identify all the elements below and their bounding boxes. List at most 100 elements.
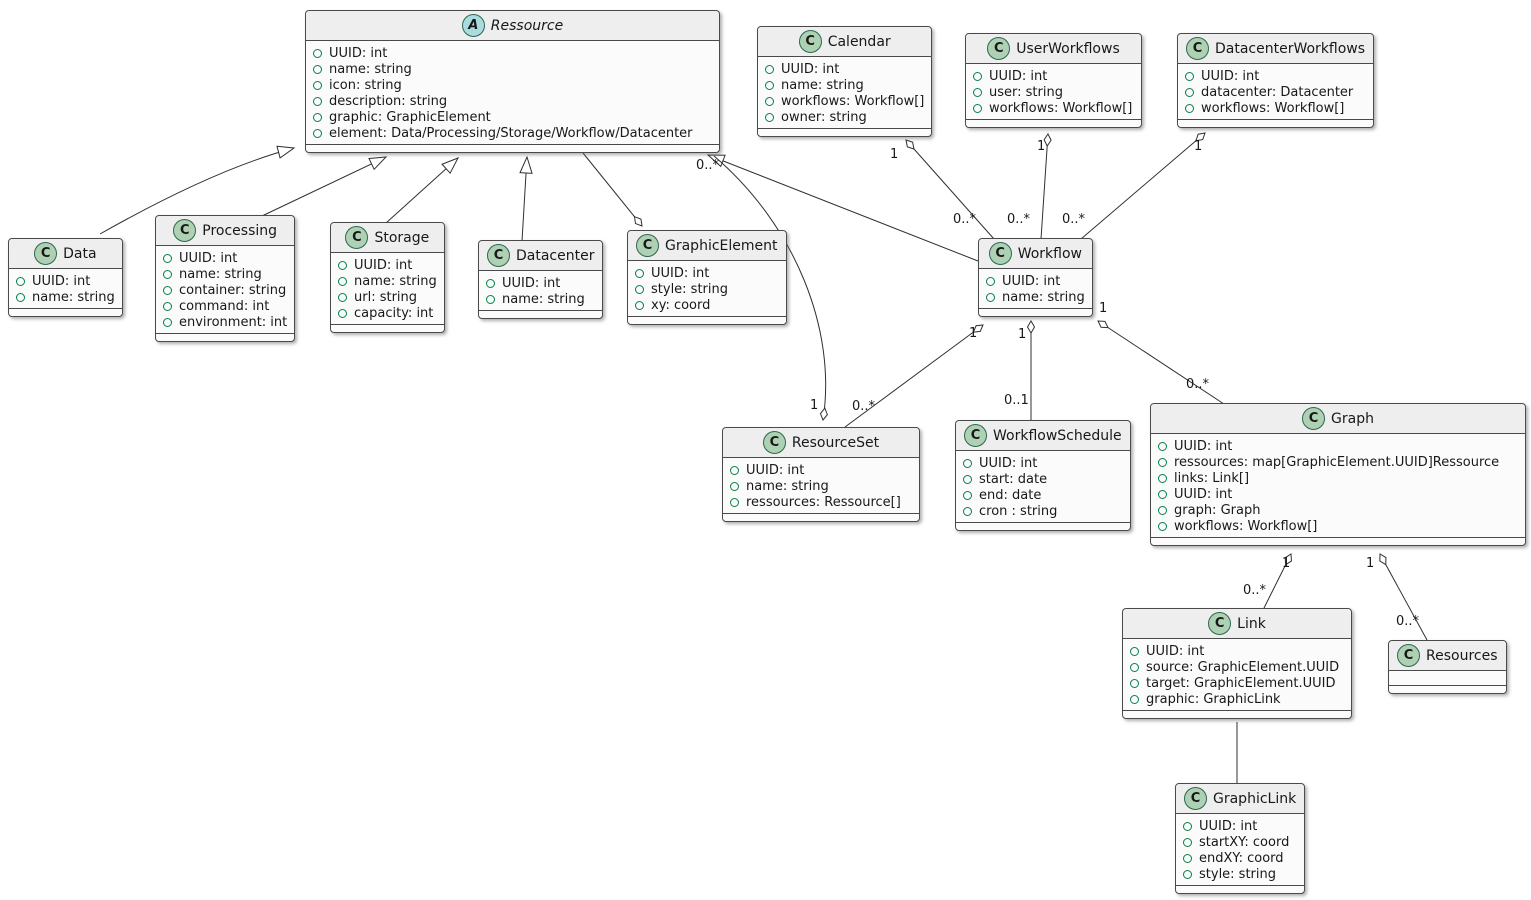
class-title: GraphicElement xyxy=(665,237,778,254)
attribute-row: UUID: int xyxy=(730,462,912,478)
attribute-row: startXY: coord xyxy=(1183,834,1297,850)
methods-compartment xyxy=(1123,710,1351,718)
methods-compartment xyxy=(1389,685,1506,693)
attribute-text: datacenter: Datacenter xyxy=(1201,84,1354,100)
field-visibility-icon xyxy=(765,112,774,122)
attribute-text: style: string xyxy=(1199,866,1277,882)
edge-generalization-processing-ressource xyxy=(261,156,388,217)
class-icon: C xyxy=(1302,407,1326,430)
attribute-text: ressources: map[GraphicElement.UUID]Ress… xyxy=(1174,454,1500,470)
class-title: Workflow xyxy=(1017,245,1082,262)
attribute-text: workflows: Workflow[] xyxy=(1174,518,1318,534)
edge-ressource-graphicelement xyxy=(582,152,643,227)
attribute-text: UUID: int xyxy=(781,61,840,77)
field-visibility-icon xyxy=(313,48,322,58)
field-visibility-icon xyxy=(635,268,644,278)
class-icon: C xyxy=(987,37,1011,60)
attribute-text: name: string xyxy=(179,266,262,282)
field-visibility-icon xyxy=(163,317,172,327)
attribute-row: environment: int xyxy=(163,314,287,330)
attribute-row: source: GraphicElement.UUID xyxy=(1130,659,1344,675)
field-visibility-icon xyxy=(1183,821,1192,831)
attribute-row: graph: Graph xyxy=(1158,502,1518,518)
attribute-text: startXY: coord xyxy=(1199,834,1290,850)
attribute-text: UUID: int xyxy=(1002,273,1061,289)
multiplicity-label: 0..* xyxy=(696,158,720,173)
field-visibility-icon xyxy=(1130,662,1139,672)
attribute-row: UUID: int xyxy=(486,275,595,291)
edge-generalization-storage-ressource xyxy=(385,157,460,224)
attribute-text: UUID: int xyxy=(1174,438,1233,454)
attribute-row: name: string xyxy=(765,77,924,93)
attribute-text: UUID: int xyxy=(354,257,413,273)
class-header: A Ressource xyxy=(306,11,719,40)
attribute-row: datacenter: Datacenter xyxy=(1185,84,1366,100)
methods-compartment xyxy=(628,316,786,324)
multiplicity-label: 0..* xyxy=(1186,377,1210,392)
attribute-row: target: GraphicElement.UUID xyxy=(1130,675,1344,691)
attribute-text: command: int xyxy=(179,298,270,314)
multiplicity-label: 1 xyxy=(1282,556,1291,571)
methods-compartment xyxy=(1178,119,1374,127)
field-visibility-icon xyxy=(1158,457,1167,467)
attribute-row: workflows: Workflow[] xyxy=(973,100,1134,116)
class-title: Graph xyxy=(1331,410,1374,427)
attribute-row: UUID: int xyxy=(963,455,1123,471)
attribute-text: UUID: int xyxy=(979,455,1038,471)
field-visibility-icon xyxy=(338,308,347,318)
class-title: GraphicLink xyxy=(1213,790,1297,807)
multiplicity-label: 1 xyxy=(810,398,819,413)
attribute-row: icon: string xyxy=(313,77,712,93)
class-icon: C xyxy=(762,431,786,454)
attribute-row: name: string xyxy=(313,61,712,77)
attribute-text: workflows: Workflow[] xyxy=(989,100,1133,116)
field-visibility-icon xyxy=(16,276,25,286)
class-header: C Calendar xyxy=(758,27,932,56)
multiplicity-label: 1 xyxy=(1194,139,1203,154)
class-icon: C xyxy=(1184,787,1207,810)
field-visibility-icon xyxy=(963,506,972,516)
class-header: C Datacenter xyxy=(479,241,603,270)
class-icon: C xyxy=(487,244,510,267)
field-visibility-icon xyxy=(313,112,322,122)
class-header: C Processing xyxy=(156,216,295,245)
methods-compartment xyxy=(956,522,1130,530)
attribute-row: xy: coord xyxy=(635,297,779,313)
attribute-text: element: Data/Processing/Storage/Workflo… xyxy=(329,125,693,141)
multiplicity-label: 1 xyxy=(969,326,978,341)
attribute-row: UUID: int xyxy=(1158,438,1518,454)
field-visibility-icon xyxy=(163,301,172,311)
field-visibility-icon xyxy=(163,269,172,279)
class-icon: C xyxy=(345,226,369,249)
attribute-row: workflows: Workflow[] xyxy=(765,93,924,109)
class-title: Datacenter xyxy=(516,247,595,264)
field-visibility-icon xyxy=(765,64,774,74)
methods-compartment xyxy=(723,513,919,521)
field-visibility-icon xyxy=(338,292,347,302)
attribute-text: start: date xyxy=(979,471,1048,487)
field-visibility-icon xyxy=(16,292,25,302)
attribute-text: UUID: int xyxy=(1201,68,1260,84)
methods-compartment xyxy=(156,333,295,341)
class-header: C Data xyxy=(9,239,122,268)
edge-ressource-resourceset xyxy=(713,155,828,421)
class-title: Storage xyxy=(374,229,430,246)
attribute-text: name: string xyxy=(354,273,437,289)
attribute-row: url: string xyxy=(338,289,437,305)
field-visibility-icon xyxy=(635,300,644,310)
class-icon: C xyxy=(34,242,58,265)
attribute-text: style: string xyxy=(651,281,729,297)
attribute-row: style: string xyxy=(1183,866,1297,882)
attribute-row: name: string xyxy=(986,289,1085,305)
attribute-row: UUID: int xyxy=(1185,68,1366,84)
